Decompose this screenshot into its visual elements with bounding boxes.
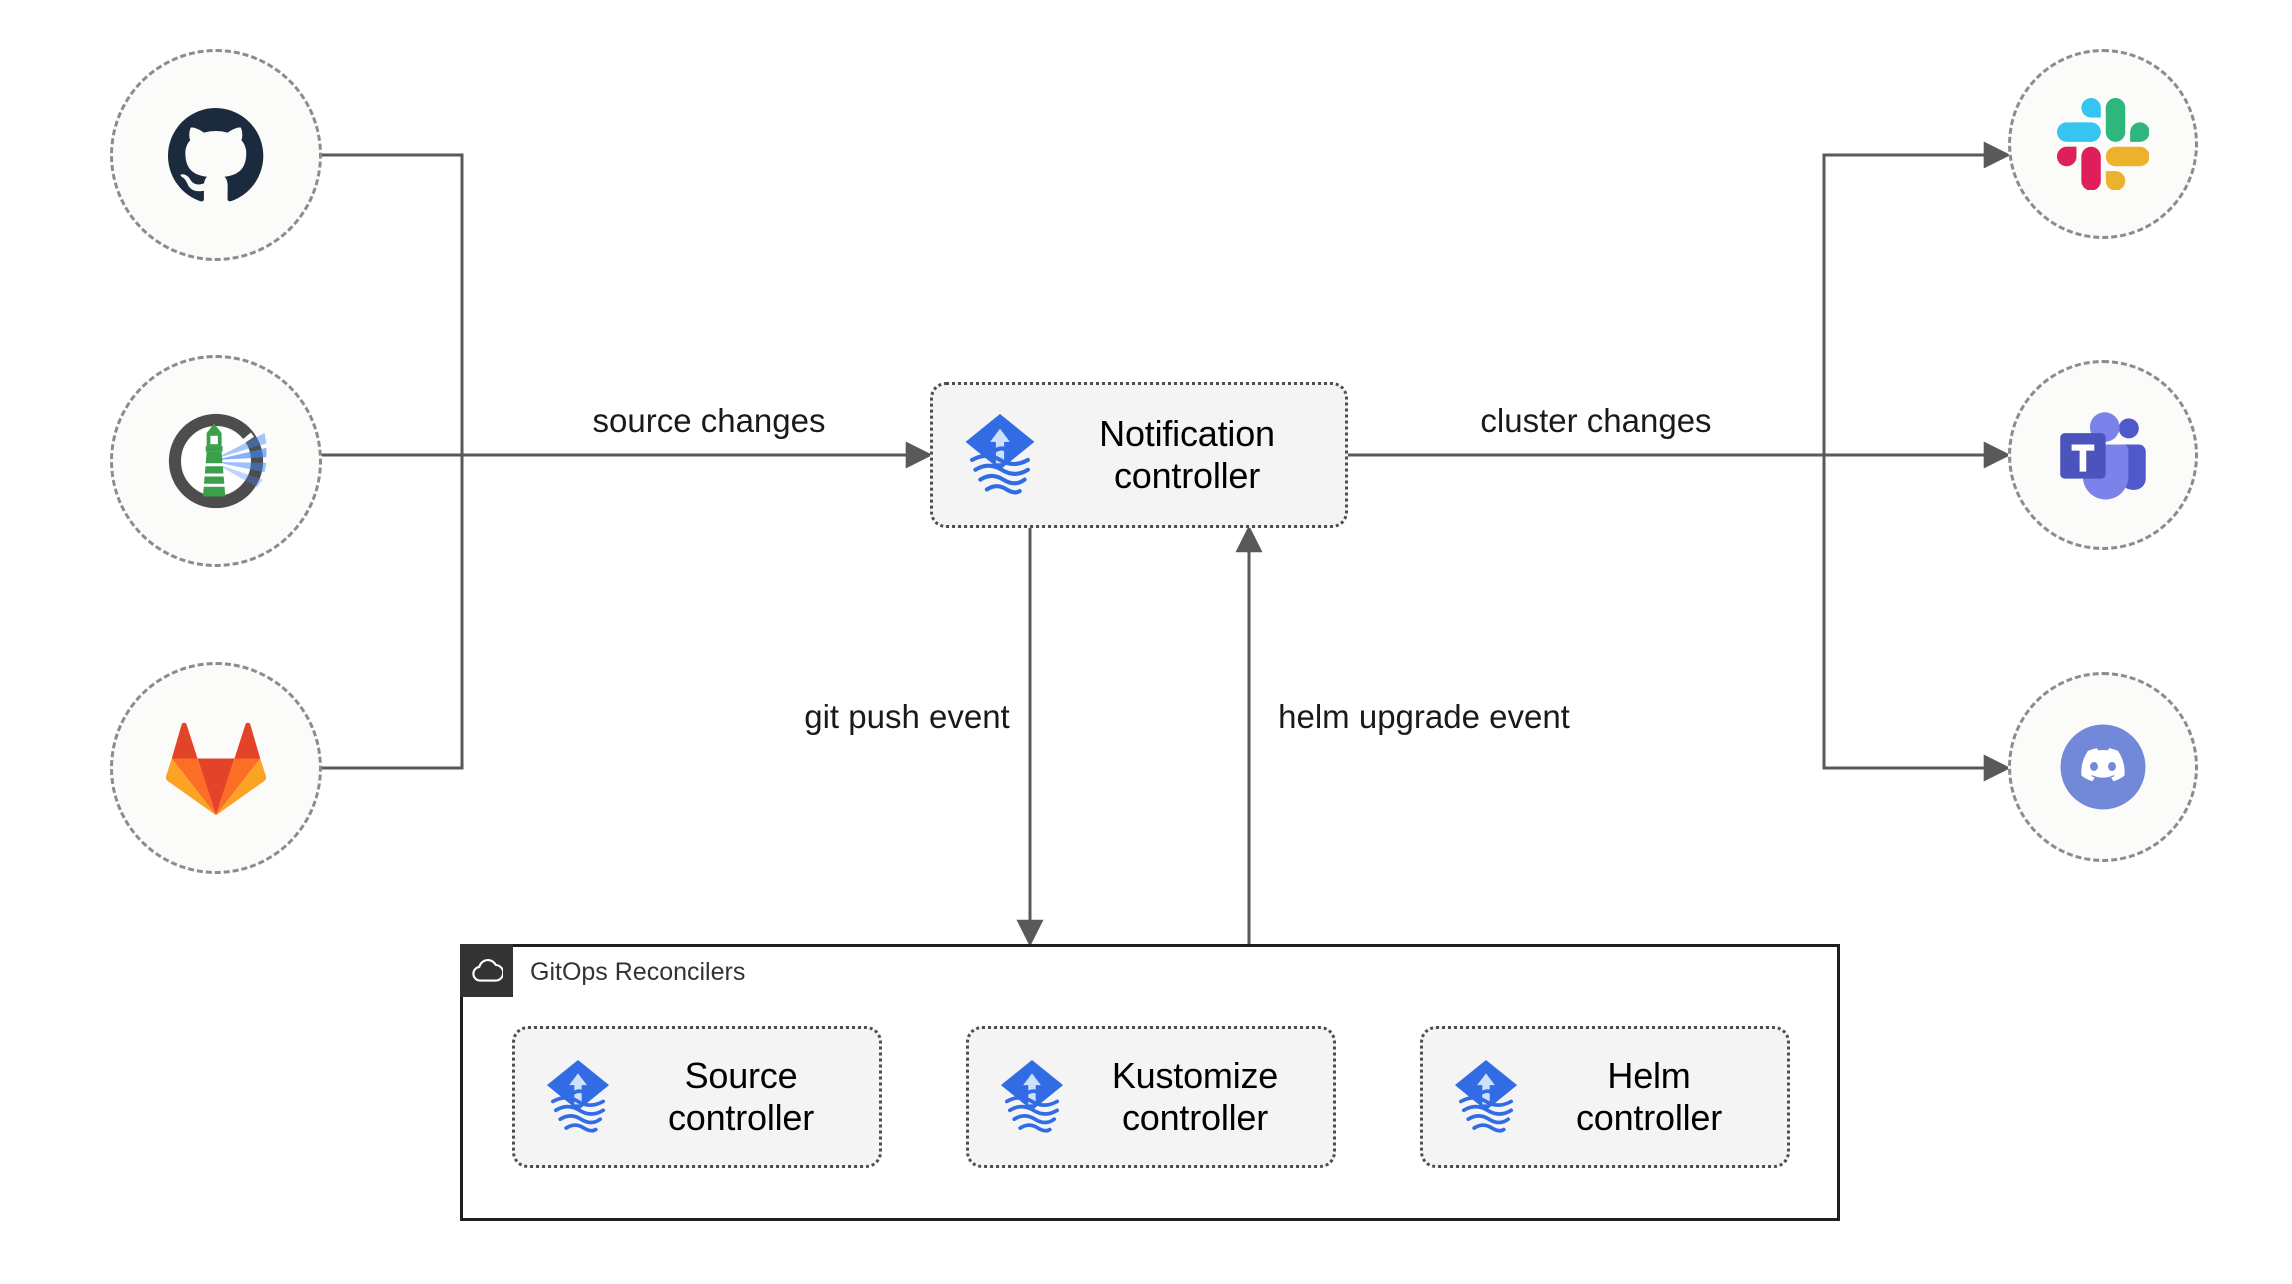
notification-controller-label: Notification controller <box>1099 412 1275 496</box>
target-node-discord[interactable] <box>2008 672 2198 862</box>
flux-logo-icon <box>1000 1060 1064 1133</box>
source-node-github[interactable] <box>110 49 322 261</box>
cloud-icon <box>471 958 503 982</box>
gitops-reconcilers-tab <box>460 944 513 997</box>
wire-bus-to-discord <box>1822 455 2011 782</box>
kustomize-controller-label: Kustomize controller <box>1111 1054 1279 1138</box>
slack-icon <box>2057 98 2149 190</box>
edge-label-git-push-event: git push event <box>790 698 1024 736</box>
edge-label-source-changes: source changes <box>578 402 840 440</box>
edge-label-helm-upgrade-event: helm upgrade event <box>1268 698 1580 736</box>
target-node-slack[interactable] <box>2008 49 2198 239</box>
wire-bus-to-slack <box>1822 141 2011 455</box>
helm-controller-box[interactable]: Helm controller <box>1420 1026 1790 1168</box>
flux-logo-icon <box>546 1060 610 1133</box>
gitlab-icon <box>165 722 267 816</box>
notification-controller-box[interactable]: Notification controller <box>930 382 1348 528</box>
flux-logo-icon <box>1454 1060 1518 1133</box>
flux-logo-icon <box>965 414 1035 495</box>
gitops-reconcilers-title: GitOps Reconcilers <box>530 958 746 986</box>
discord-icon <box>2060 724 2146 810</box>
flux-lighthouse-icon <box>168 413 267 509</box>
source-node-gitlab[interactable] <box>110 662 322 874</box>
microsoft-teams-icon <box>2060 412 2146 500</box>
source-controller-box[interactable]: Source controller <box>512 1026 882 1168</box>
target-node-msteams[interactable] <box>2008 360 2198 550</box>
source-node-flux-lighthouse[interactable] <box>110 355 322 567</box>
helm-controller-label: Helm controller <box>1575 1054 1723 1138</box>
source-controller-label: Source controller <box>667 1054 815 1138</box>
github-icon <box>168 107 264 202</box>
edge-label-cluster-changes: cluster changes <box>1465 402 1727 440</box>
kustomize-controller-box[interactable]: Kustomize controller <box>966 1026 1336 1168</box>
